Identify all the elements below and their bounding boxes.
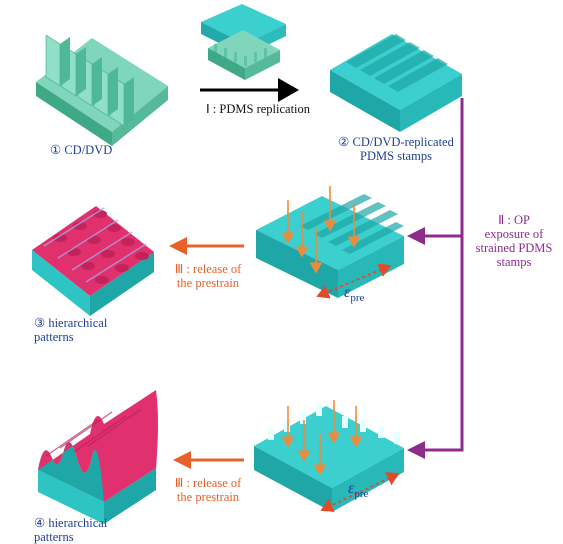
step3b-label-line2: the prestrain xyxy=(176,490,240,504)
stage3-label-line2: patterns xyxy=(34,330,74,344)
replication-icon xyxy=(201,4,286,80)
prestrain-symbol-2: εpre xyxy=(348,480,369,501)
step2-label-line4: stamps xyxy=(496,255,532,269)
stage1-label: ① CD/DVD xyxy=(50,143,113,157)
stage4-label: ④ hierarchical patterns xyxy=(34,516,107,544)
stage2-label-line1: ② CD/DVD-replicated xyxy=(338,135,454,149)
step2-label-line1: Ⅱ : OP xyxy=(498,213,530,227)
prestrain-arrow-2 xyxy=(320,472,400,512)
step2-label-line3: strained PDMS xyxy=(475,241,553,255)
step2-label-line2: exposure of xyxy=(484,227,544,241)
stage2-label: ② CD/DVD-replicated PDMS stamps xyxy=(336,135,456,163)
hierarchical-pattern-4 xyxy=(38,390,158,524)
step3a-label-line2: the prestrain xyxy=(176,276,240,290)
prestrain-arrow-1 xyxy=(316,263,392,299)
op-exposure-arrows-1 xyxy=(281,186,361,274)
cd-dvd-grating xyxy=(36,34,168,146)
strained-stamp-2 xyxy=(254,404,404,512)
step3b-label: Ⅲ : release of the prestrain xyxy=(168,476,248,504)
stage3-label: ③ hierarchical patterns xyxy=(34,316,107,344)
step3a-label-line1: Ⅲ : release of xyxy=(174,262,242,276)
step1-label: Ⅰ : PDMS replication xyxy=(206,102,311,116)
step2-connector xyxy=(407,98,464,459)
stage4-label-line1: ④ hierarchical xyxy=(34,516,108,530)
stage2-label-line2: PDMS stamps xyxy=(360,149,432,163)
step3b-label-line1: Ⅲ : release of xyxy=(174,476,242,490)
hierarchical-pattern-3 xyxy=(32,206,154,316)
step2-label: Ⅱ : OP exposure of strained PDMS stamps xyxy=(470,213,558,269)
stage3-label-line1: ③ hierarchical xyxy=(34,316,108,330)
pdms-stamp xyxy=(330,34,462,132)
step3a-label: Ⅲ : release of the prestrain xyxy=(168,262,248,290)
stage4-label-line2: patterns xyxy=(34,530,74,544)
prestrain-symbol-1: εpre xyxy=(344,284,365,305)
op-exposure-arrows-2 xyxy=(281,400,363,476)
